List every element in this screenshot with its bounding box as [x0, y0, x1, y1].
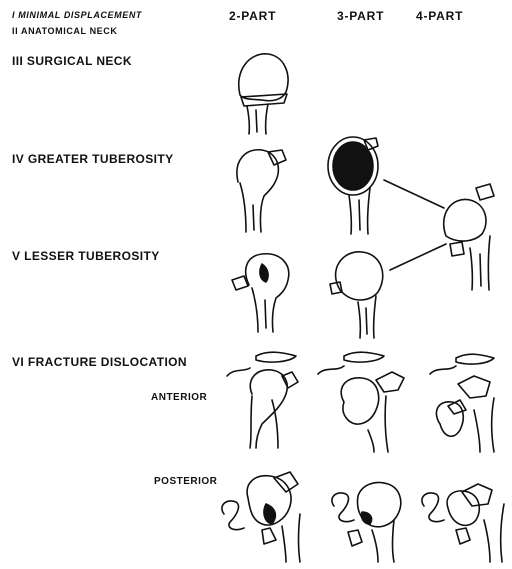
anterior-dislocation-3-part: [318, 352, 404, 452]
anterior-dislocation-2-part: [227, 352, 298, 448]
connector-line-lower: [390, 244, 446, 270]
humerus-lesser-tuberosity-3-part: [330, 252, 383, 338]
humerus-4-part: [444, 184, 494, 290]
humerus-surgical-neck-2-part: [239, 54, 288, 134]
humerus-greater-tuberosity-2-part: [237, 150, 286, 232]
posterior-dislocation-4-part: [422, 484, 504, 562]
connector-line-upper: [384, 180, 444, 208]
anterior-dislocation-4-part: [430, 354, 494, 452]
posterior-dislocation-2-part: [222, 472, 300, 562]
humerus-greater-tuberosity-3-part: [328, 137, 378, 234]
humerus-lesser-tuberosity-2-part: [232, 254, 289, 332]
posterior-dislocation-3-part: [332, 483, 401, 563]
